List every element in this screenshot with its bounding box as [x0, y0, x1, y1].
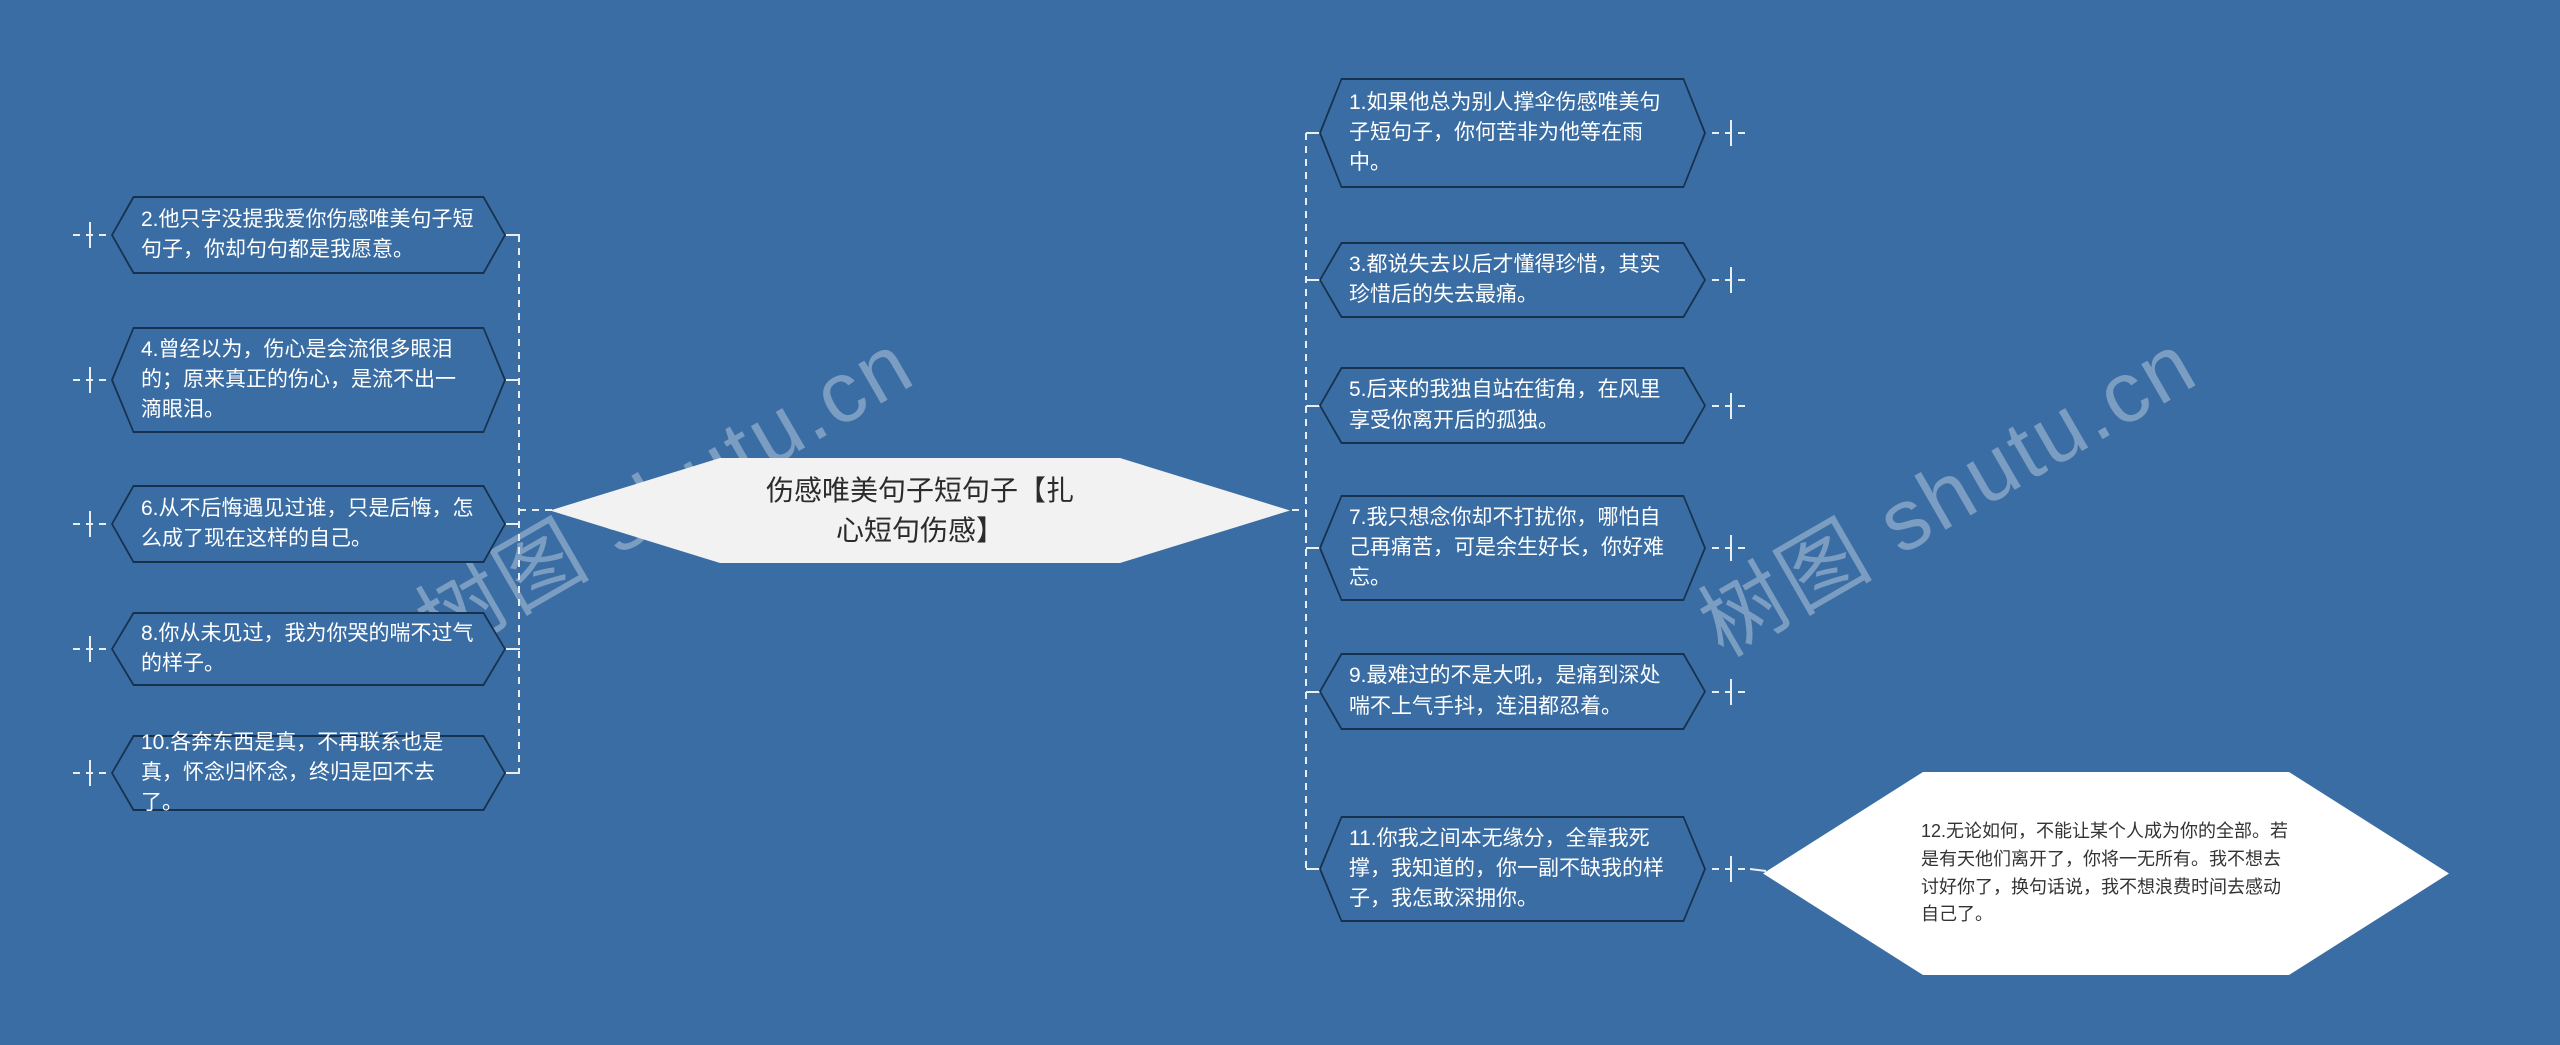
node-shape-fill [1321, 818, 1704, 920]
node-shape-fill [1321, 497, 1704, 599]
node-quote-11: 11.你我之间本无缘分，全靠我死撑，我知道的，你一副不缺我的样子，我怎敢深拥你。 [1319, 816, 1706, 922]
node-shape-fill [113, 614, 504, 684]
node-label: 11.你我之间本无缘分，全靠我死撑，我知道的，你一副不缺我的样子，我怎敢深拥你。 [1349, 826, 1664, 910]
node-label: 5.后来的我独自站在街角，在风里享受你离开后的孤独。 [1349, 378, 1661, 432]
node-label: 6.从不后悔遇见过谁，只是后悔，怎么成了现在这样的自己。 [141, 496, 474, 550]
node-shape-fill [1321, 80, 1704, 186]
node-shape-fill [113, 737, 504, 809]
node-quote-6: 6.从不后悔遇见过谁，只是后悔，怎么成了现在这样的自己。 [111, 485, 506, 563]
node-label: 4.曾经以为，伤心是会流很多眼泪的；原来真正的伤心，是流不出一滴眼泪。 [141, 337, 456, 421]
node-shape-fill [1321, 655, 1704, 728]
right-branch-connectors [1292, 120, 1767, 882]
node-label: 10.各奔东西是真，不再联系也是真，怀念归怀念，终归是回不去了。 [141, 730, 444, 815]
node-quote-10: 10.各奔东西是真，不再联系也是真，怀念归怀念，终归是回不去了。 [111, 730, 506, 815]
node-label: 8.你从未见过，我为你哭的喘不过气的样子。 [141, 621, 474, 675]
node-shape-fill [113, 329, 504, 431]
node-quote-3: 3.都说失去以后才懂得珍惜，其实珍惜后的失去最痛。 [1319, 242, 1706, 318]
node-label: 9.最难过的不是大吼，是痛到深处喘不上气手抖，连泪都忍着。 [1349, 664, 1661, 718]
node-quote-1: 1.如果他总为别人撑伞伤感唯美句子短句子，你何苦非为他等在雨中。 [1319, 78, 1706, 188]
node-quote-2: 2.他只字没提我爱你伤感唯美句子短句子，你却句句都是我愿意。 [111, 196, 506, 274]
left-branch-connectors [73, 222, 552, 786]
node-label: 12.无论如何，不能让某个人成为你的全部。若是有天他们离开了，你将一无所有。我不… [1921, 820, 2289, 925]
node-label: 2.他只字没提我爱你伤感唯美句子短句子，你却句句都是我愿意。 [141, 207, 474, 261]
node-shape-fill [1321, 244, 1704, 316]
central-topic-node: 伤感唯美句子短句子【扎心短句伤感】 [550, 458, 1290, 563]
node-label: 1.如果他总为别人撑伞伤感唯美句子短句子，你何苦非为他等在雨中。 [1349, 90, 1661, 174]
node-quote-9: 9.最难过的不是大吼，是痛到深处喘不上气手抖，连泪都忍着。 [1319, 653, 1706, 730]
node-quote-7: 7.我只想念你却不打扰你，哪怕自己再痛苦，可是余生好长，你好难忘。 [1319, 495, 1706, 601]
node-shape-fill [113, 487, 504, 561]
node-quote-8: 8.你从未见过，我为你哭的喘不过气的样子。 [111, 612, 506, 686]
node-quote-5: 5.后来的我独自站在街角，在风里享受你离开后的孤独。 [1319, 367, 1706, 444]
node-shape-fill [113, 198, 504, 272]
node-quote-12: 12.无论如何，不能让某个人成为你的全部。若是有天他们离开了，你将一无所有。我不… [1763, 772, 2449, 975]
node-shape-fill [1321, 369, 1704, 442]
node-label: 7.我只想念你却不打扰你，哪怕自己再痛苦，可是余生好长，你好难忘。 [1349, 505, 1664, 589]
node-quote-4: 4.曾经以为，伤心是会流很多眼泪的；原来真正的伤心，是流不出一滴眼泪。 [111, 327, 506, 433]
central-topic-label: 伤感唯美句子短句子【扎心短句伤感】 [765, 475, 1074, 546]
node-label: 3.都说失去以后才懂得珍惜，其实珍惜后的失去最痛。 [1349, 252, 1661, 306]
